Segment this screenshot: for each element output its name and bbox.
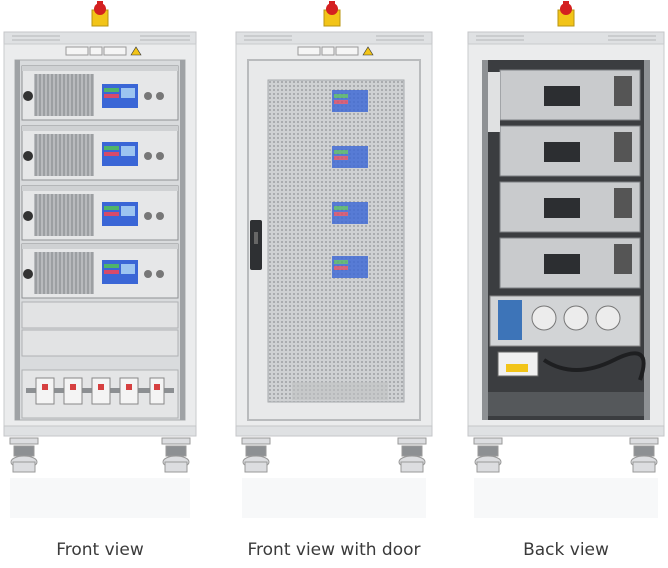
- caption-back-view: Back view: [523, 540, 609, 560]
- caption-front-view: Front view: [56, 540, 144, 560]
- emergency-stop-icon: [557, 1, 575, 27]
- caption-front-view-with-door: Front view with door: [247, 540, 421, 560]
- cabinet-door-image: [235, 1, 433, 518]
- cabinet-front-image: [3, 1, 197, 518]
- door-handle-icon: [250, 220, 262, 270]
- cabinet-back-view: [464, 0, 668, 530]
- cabinet-front-door-view: [232, 0, 436, 530]
- cabinet-back-image: [467, 1, 665, 518]
- emergency-stop-icon: [91, 1, 109, 27]
- cabinet-front-view: [0, 0, 200, 530]
- emergency-stop-icon: [323, 1, 341, 27]
